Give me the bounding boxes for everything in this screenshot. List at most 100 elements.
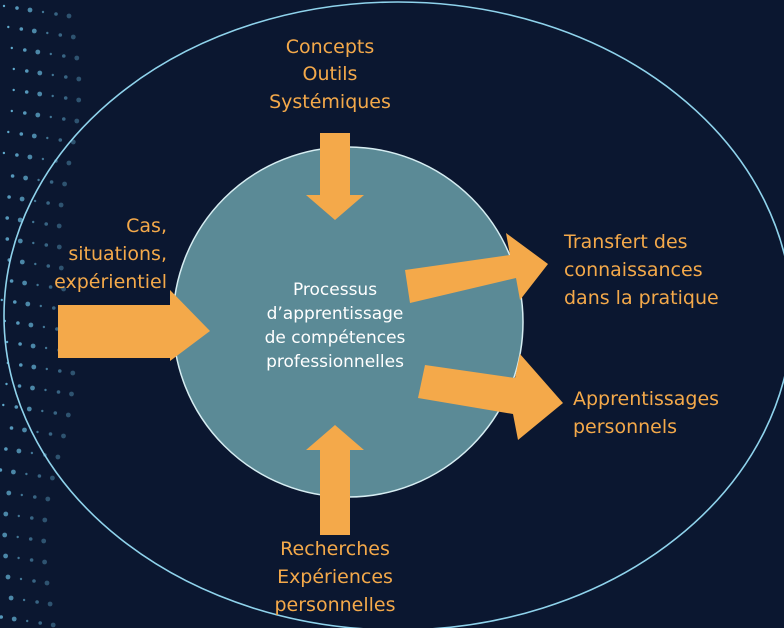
decorative-dot xyxy=(5,340,9,344)
decorative-dot xyxy=(44,243,49,247)
decorative-dot xyxy=(53,411,58,415)
decorative-dot xyxy=(42,325,46,329)
decorative-dot xyxy=(2,403,5,407)
decorative-dot xyxy=(3,511,9,517)
center-line-2: d’apprentissage xyxy=(267,304,404,324)
decorative-dot xyxy=(19,27,24,31)
center-line-3: de compétences xyxy=(265,328,406,348)
decorative-dot xyxy=(69,391,74,397)
decorative-dot xyxy=(3,553,8,559)
decorative-dot xyxy=(16,535,19,539)
decorative-dot xyxy=(23,111,27,115)
decorative-dot xyxy=(61,286,66,292)
decorative-dot xyxy=(0,468,3,472)
decorative-dot xyxy=(26,406,32,412)
decorative-dot xyxy=(20,493,23,497)
decorative-dot xyxy=(27,7,33,13)
decorative-dot xyxy=(33,495,37,499)
decorative-dot xyxy=(19,132,24,136)
decorative-dot xyxy=(22,280,27,286)
decorative-dot xyxy=(49,180,54,184)
outer-context-ellipse xyxy=(3,1,784,628)
decorative-dot xyxy=(51,73,54,77)
decorative-dot xyxy=(41,409,44,413)
decorative-dot xyxy=(33,199,37,203)
decorative-dot xyxy=(44,580,50,586)
decorative-dot xyxy=(49,52,52,56)
top-inputs-line-1: Concepts xyxy=(286,36,374,58)
decorative-dot xyxy=(31,28,37,34)
decorative-dot xyxy=(46,136,49,140)
decorative-dot xyxy=(70,370,76,376)
decorative-dot xyxy=(19,196,25,202)
decorative-dot xyxy=(65,412,71,418)
decorative-dot xyxy=(39,304,42,308)
transfer-output-arrow xyxy=(405,233,548,303)
decorative-dot xyxy=(7,195,11,199)
decorative-dot xyxy=(56,244,62,250)
decorative-dot xyxy=(63,96,68,100)
decorative-dot xyxy=(30,451,34,455)
decorative-dot xyxy=(26,619,29,623)
decorative-dot xyxy=(37,178,40,182)
left-inputs-line-2: situations, xyxy=(68,243,167,265)
center-label: Processus d’apprentissage de compétences… xyxy=(265,280,406,372)
decorative-dot xyxy=(2,532,8,538)
decorative-dot xyxy=(42,517,48,523)
decorative-dot xyxy=(32,220,35,224)
decorative-dot xyxy=(45,496,51,502)
decorative-dot xyxy=(16,448,22,454)
decorative-dot xyxy=(66,160,72,166)
decorative-dot xyxy=(24,90,29,94)
decorative-dot xyxy=(62,181,67,187)
decorative-dot xyxy=(17,556,20,560)
decorative-dot xyxy=(44,388,47,392)
decorative-dot xyxy=(62,54,66,58)
decorative-dot xyxy=(35,600,39,604)
decorative-dot xyxy=(12,88,15,92)
decorative-dot xyxy=(56,390,61,394)
decorative-dot xyxy=(41,10,45,14)
decorative-dot xyxy=(58,265,64,271)
decorative-dot xyxy=(70,139,76,145)
bottom-inputs-line-2: Expériences xyxy=(277,566,393,588)
decorative-dot xyxy=(4,447,8,451)
decorative-dot xyxy=(36,430,39,434)
decorative-dot xyxy=(10,46,13,50)
decorative-dot xyxy=(2,151,6,155)
decorative-dot xyxy=(27,154,33,160)
left-input-arrow xyxy=(58,290,210,361)
decorative-dot xyxy=(17,238,23,244)
decorative-dot xyxy=(51,94,54,98)
decorative-dot xyxy=(54,12,58,16)
decorative-dot xyxy=(5,237,10,241)
decorative-dot xyxy=(31,364,37,370)
decorative-dot xyxy=(15,6,19,10)
decorative-dot xyxy=(17,384,22,388)
decorative-dot xyxy=(45,367,48,371)
top-inputs-line-3: Systémiques xyxy=(269,91,391,113)
learning-output-arrow xyxy=(418,354,563,440)
decorative-dot xyxy=(11,469,16,475)
decorative-dot xyxy=(9,426,14,430)
decorative-dot xyxy=(66,13,72,19)
learning-output-label: Apprentissages personnels xyxy=(573,388,719,438)
decorative-dot xyxy=(17,217,23,223)
decorative-dot xyxy=(14,405,19,409)
transfer-output-line-3: dans la pratique xyxy=(564,287,719,309)
decorative-dot xyxy=(35,112,41,118)
center-line-1: Processus xyxy=(293,280,377,300)
decorative-dot xyxy=(10,109,13,113)
decorative-dot xyxy=(62,117,66,121)
decorative-dot xyxy=(46,201,50,205)
decorative-dot xyxy=(48,432,53,436)
decorative-dot xyxy=(23,175,28,181)
decorative-dot xyxy=(74,55,80,61)
decorative-dot xyxy=(49,115,52,119)
decorative-dot xyxy=(61,433,66,439)
decorative-dot xyxy=(44,346,48,350)
decorative-dot xyxy=(50,622,56,628)
decorative-dot xyxy=(5,574,11,580)
bottom-inputs-line-3: personnelles xyxy=(274,594,395,616)
